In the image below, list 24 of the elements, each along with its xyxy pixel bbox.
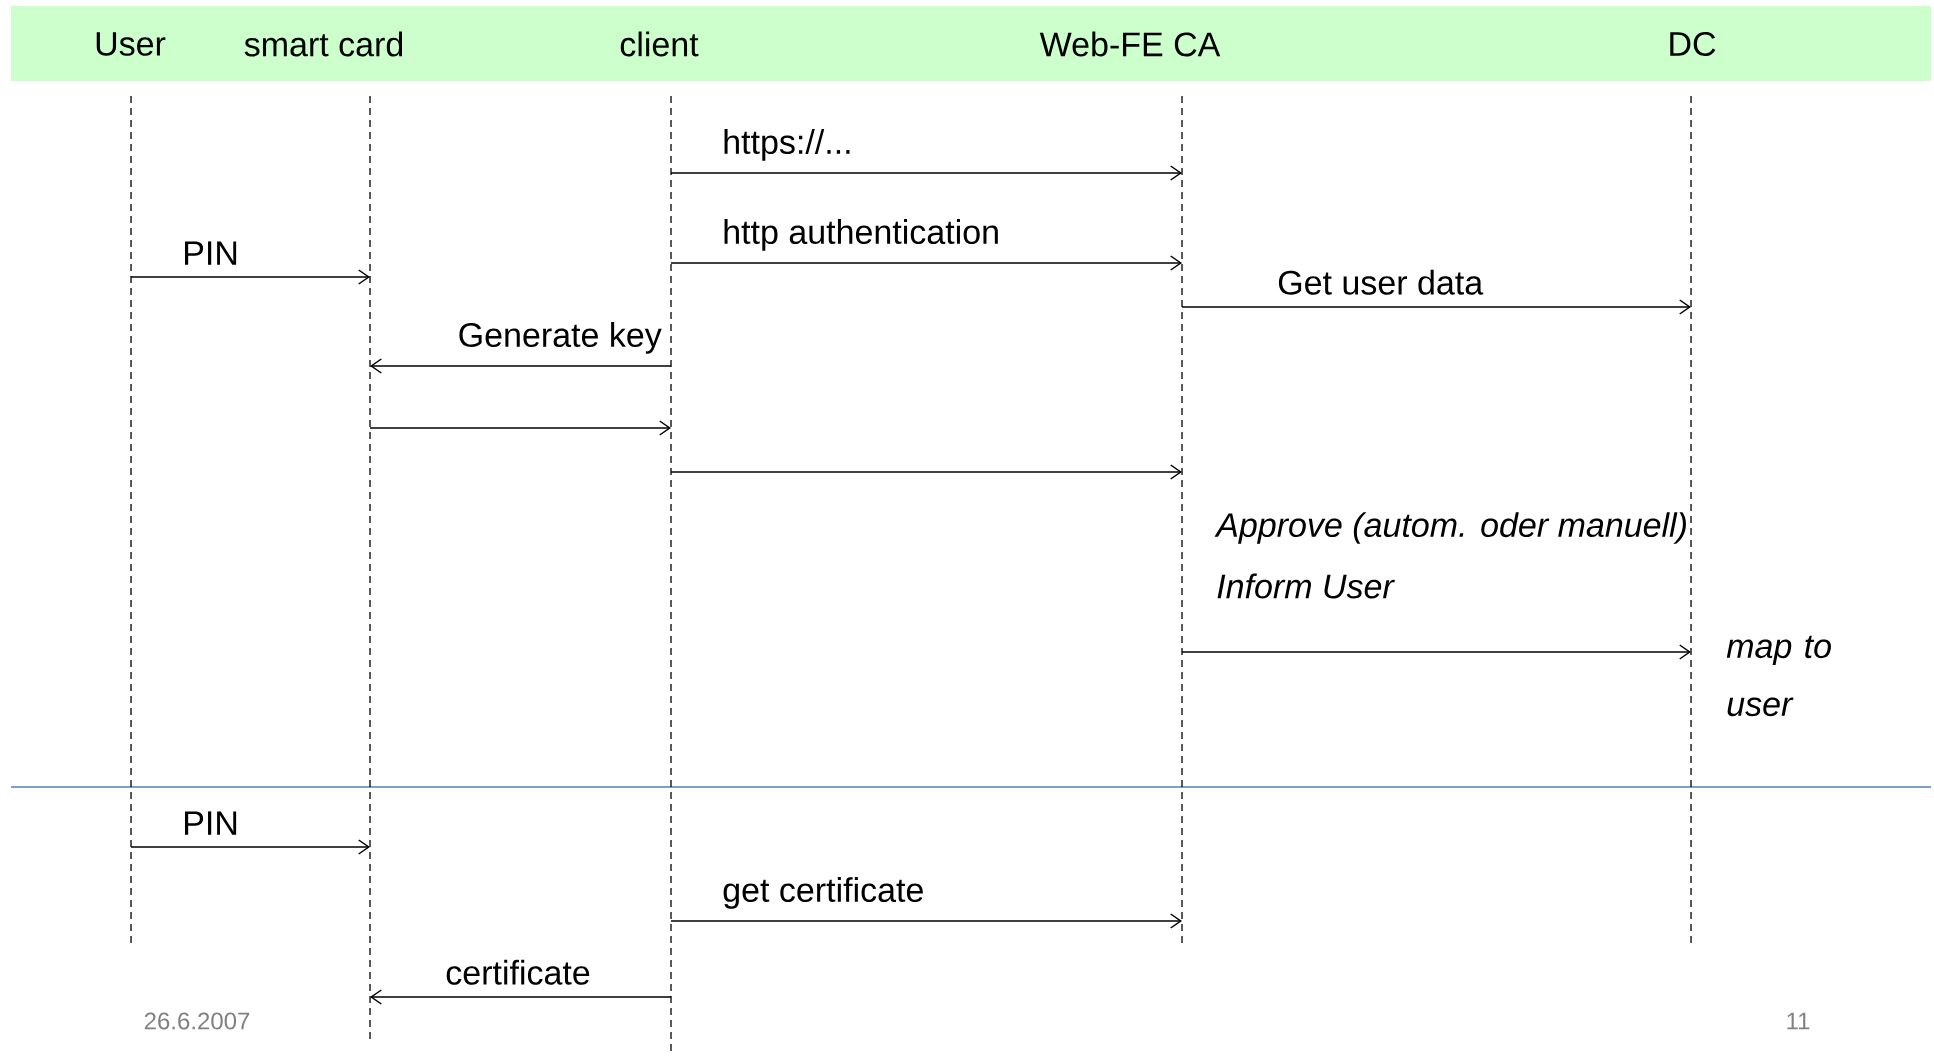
arrow	[130, 269, 370, 285]
message-label: http authentication	[720, 217, 1003, 253]
arrow	[369, 420, 671, 436]
message-label: get certificate	[720, 875, 927, 911]
footer-text: 11	[1787, 1012, 1810, 1030]
message-label: Get user data	[1275, 267, 1486, 297]
arrow	[130, 839, 370, 855]
participant-lifeline: User	[96, 32, 166, 948]
arrow	[670, 255, 1182, 271]
arrow	[1181, 299, 1691, 315]
message-label: PIN	[180, 809, 241, 837]
arrow	[370, 989, 672, 1005]
note-text: Inform User	[1217, 573, 1395, 599]
arrow	[370, 358, 672, 374]
message-label: https://...	[720, 127, 855, 163]
note-text: Approve (autom. oder manuell)	[1214, 512, 1686, 544]
arrow	[670, 464, 1182, 480]
arrow	[670, 913, 1182, 929]
arrow	[1181, 644, 1691, 660]
message-label: Generate key	[455, 320, 664, 356]
arrow	[670, 165, 1182, 181]
message-label: PIN	[180, 239, 241, 267]
message-label: certificate	[443, 957, 593, 987]
footer-text: 26.6.2007	[144, 1012, 250, 1030]
